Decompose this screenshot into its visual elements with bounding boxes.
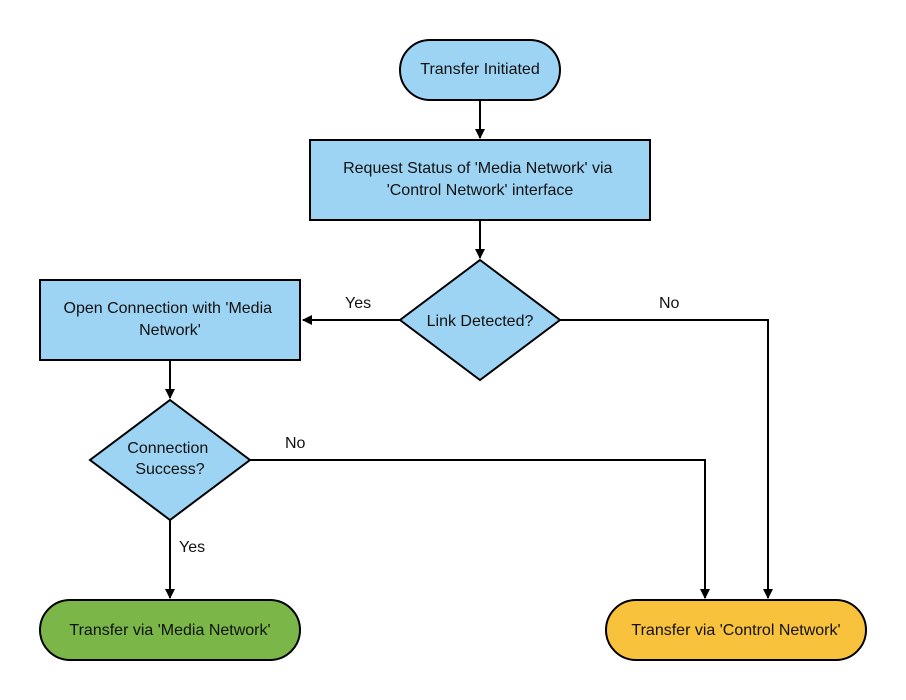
transfer-control-terminal: Transfer via 'Control Network' <box>605 599 867 661</box>
edge-label-conn-no: No <box>285 435 306 452</box>
start-node-label: Transfer Initiated <box>420 61 539 78</box>
link-detected-label: Link Detected? <box>427 313 534 330</box>
edge-label-link-no: No <box>659 295 680 312</box>
transfer-media-label: Transfer via 'Media Network' <box>69 622 270 639</box>
connection-success-decision: Connection Success? <box>88 398 252 522</box>
edge-label-conn-yes: Yes <box>179 539 205 556</box>
edge-label-link-yes: Yes <box>345 295 371 312</box>
link-detected-decision: Link Detected? <box>398 258 562 382</box>
edge-conn-success-no <box>250 459 710 599</box>
start-node: Transfer Initiated <box>399 39 561 101</box>
edge-link-detected-no <box>560 319 773 599</box>
open-connection-node: Open Connection with 'Media Network' <box>39 279 301 361</box>
connection-success-label: Connection Success? <box>127 440 212 478</box>
open-connection-label: Open Connection with 'Media Network' <box>64 300 277 339</box>
request-status-node: Request Status of 'Media Network' via 'C… <box>309 139 651 221</box>
request-status-label: Request Status of 'Media Network' via 'C… <box>343 160 617 199</box>
transfer-media-terminal: Transfer via 'Media Network' <box>39 599 301 661</box>
transfer-control-label: Transfer via 'Control Network' <box>631 622 840 639</box>
